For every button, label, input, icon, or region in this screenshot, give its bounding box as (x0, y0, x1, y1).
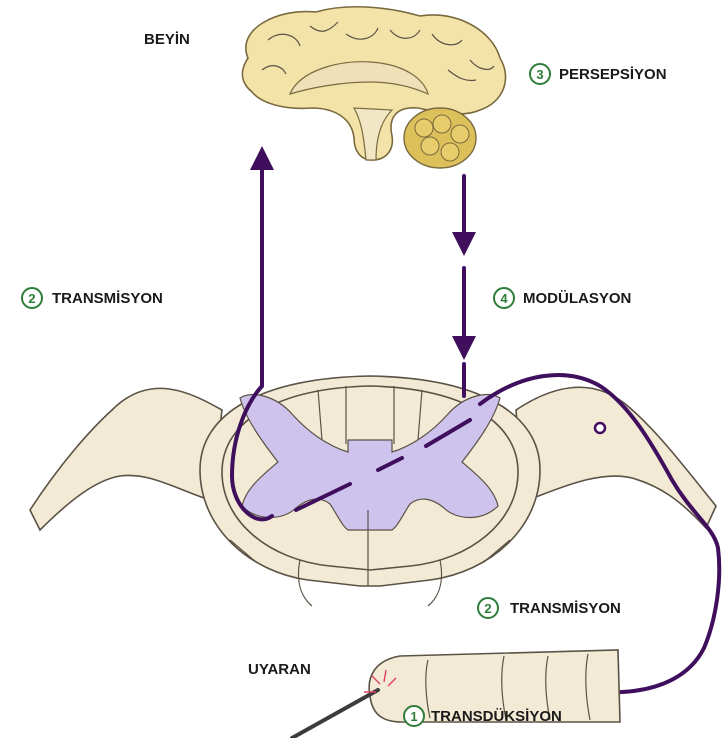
step-modulation: 4 MODÜLASYON (494, 288, 631, 308)
label-transmission-upper: TRANSMİSYON (52, 290, 163, 307)
left-spinal-nerve (30, 388, 222, 530)
cerebellum (404, 108, 476, 168)
label-transduction: TRANSDÜKSİYON (431, 708, 562, 725)
step-transmission-lower: 2 TRANSMİSYON (478, 598, 621, 618)
label-transmission-lower: TRANSMİSYON (510, 600, 621, 617)
label-stimulus: UYARAN (248, 661, 311, 678)
step-number: 3 (536, 67, 543, 82)
step-transmission-upper: 2 TRANSMİSYON (22, 288, 163, 308)
spinal-cord-illustration (30, 376, 716, 606)
dorsal-root-ganglion (595, 423, 605, 433)
label-modulation: MODÜLASYON (523, 290, 631, 307)
right-spinal-nerve (516, 387, 716, 528)
stimulus-needle (292, 690, 378, 738)
step-number: 1 (410, 709, 417, 724)
step-number: 2 (484, 601, 491, 616)
step-number: 4 (500, 291, 508, 306)
label-perception: PERSEPSİYON (559, 66, 667, 83)
step-number: 2 (28, 291, 35, 306)
step-perception: 3 PERSEPSİYON (530, 64, 667, 84)
label-brain: BEYİN (144, 31, 190, 48)
brain-illustration (242, 7, 505, 168)
